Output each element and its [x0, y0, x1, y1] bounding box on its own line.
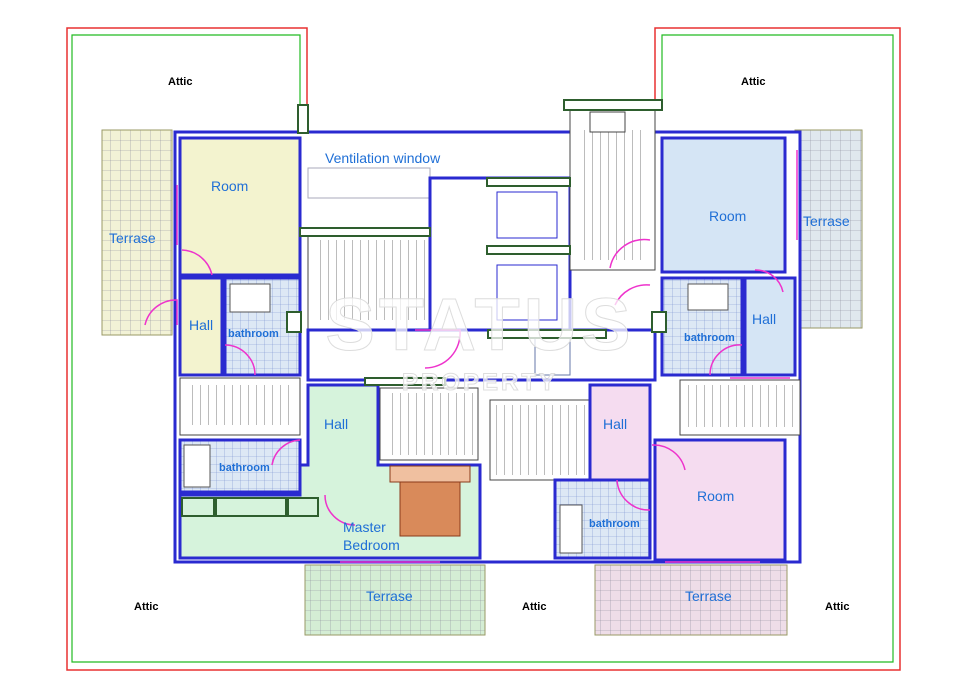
label-bathroom-right-top: bathroom	[684, 332, 735, 344]
room-right-bottom	[653, 438, 787, 562]
label-hall-right: Hall	[752, 311, 776, 327]
label-hall-center-left: Hall	[324, 416, 348, 432]
label-bathroom-left-top: bathroom	[228, 328, 279, 340]
watermark-property: PROPERTY	[402, 369, 558, 396]
ventilation-box	[307, 167, 431, 199]
label-attic-bottom-right: Attic	[825, 601, 849, 613]
outer-boundary	[66, 27, 901, 671]
label-attic-bottom-center: Attic	[522, 601, 546, 613]
hall-right	[743, 276, 797, 377]
label-hall-center-right: Hall	[603, 416, 627, 432]
label-master-bedroom-2: Bedroom	[343, 537, 400, 553]
label-terrace-left: Terrase	[109, 230, 156, 246]
label-bathroom-left-bottom: bathroom	[219, 462, 270, 474]
label-hall-left: Hall	[189, 317, 213, 333]
hall-left	[178, 276, 224, 377]
label-ventilation-window: Ventilation window	[325, 150, 441, 166]
label-attic-top-left: Attic	[168, 76, 192, 88]
label-terrace-bottom-left: Terrase	[366, 588, 413, 604]
label-room-left: Room	[211, 178, 248, 194]
inner-boundary	[71, 34, 894, 663]
hall-center-right	[588, 383, 652, 482]
label-bathroom-right-bottom: bathroom	[589, 518, 640, 530]
watermark-status: STATUS	[325, 283, 634, 366]
room-right	[660, 136, 787, 274]
label-attic-top-right: Attic	[741, 76, 765, 88]
label-attic-bottom-left: Attic	[134, 601, 158, 613]
label-terrace-bottom-right: Terrase	[685, 588, 732, 604]
room-left	[178, 136, 302, 277]
label-master-bedroom-1: Master	[343, 519, 386, 535]
label-room-right: Room	[709, 208, 746, 224]
label-room-right-bottom: Room	[697, 488, 734, 504]
label-terrace-right: Terrase	[803, 213, 850, 229]
